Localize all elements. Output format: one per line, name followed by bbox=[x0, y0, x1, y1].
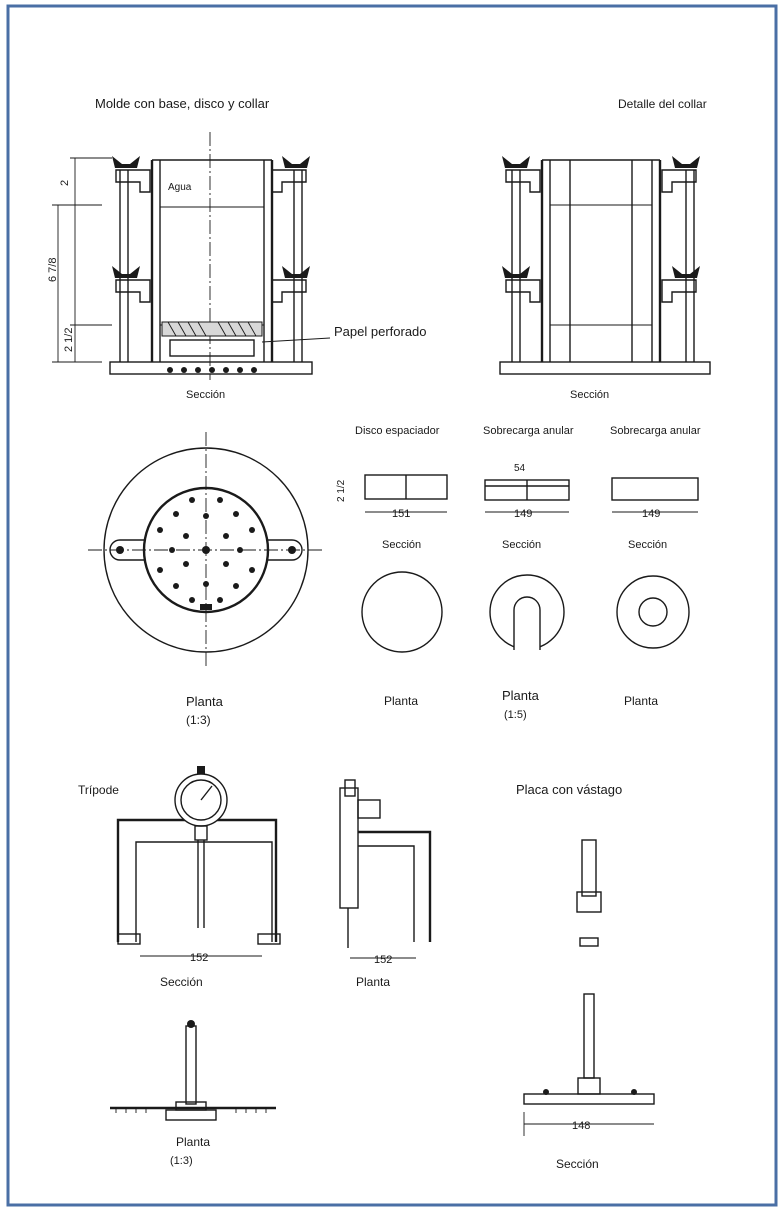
disc-3-title: Sobrecarga anular bbox=[610, 425, 701, 437]
gauge-side-label: Planta bbox=[356, 975, 390, 989]
disc-1-width: 151 bbox=[392, 508, 410, 520]
tripod-gauge-drawing: Trípode 152 Sección 152 Planta bbox=[78, 766, 432, 989]
discs-drawing: Disco espaciador Sobrecarga anular Sobre… bbox=[336, 425, 701, 721]
disc-2-section: Sección bbox=[502, 539, 541, 551]
gauge-section-label: Sección bbox=[160, 975, 203, 989]
disc-3-plan: Planta bbox=[624, 694, 658, 708]
plate-section-label: Sección bbox=[556, 1157, 599, 1171]
bottom-left-scale: (1:3) bbox=[170, 1155, 193, 1167]
disc-3-section: Sección bbox=[628, 539, 667, 551]
disc-2-title: Sobrecarga anular bbox=[483, 425, 574, 437]
expansion-plate-drawing: Placa con vástago 148 Sección bbox=[516, 782, 655, 1171]
disc-1-plan: Planta bbox=[384, 694, 418, 708]
disc-2-plan: Planta bbox=[502, 688, 540, 703]
disc-2-width: 149 bbox=[514, 508, 532, 520]
main-section-title: Molde con base, disco y collar bbox=[95, 96, 270, 111]
water-label: Agua bbox=[168, 182, 192, 193]
plate-title: Placa con vástago bbox=[516, 782, 622, 797]
disc-2-top: 54 bbox=[514, 463, 526, 474]
dim-bottom: 2 1/2 bbox=[63, 328, 75, 352]
disc-1-section: Sección bbox=[382, 539, 421, 551]
filter-paper-label: Papel perforado bbox=[334, 324, 427, 339]
bottom-stem-drawing: Planta (1:3) bbox=[110, 1020, 276, 1167]
section-label-1: Sección bbox=[186, 389, 225, 401]
base-plan-drawing: Planta (1:3) bbox=[88, 432, 324, 727]
disc-2-scale: (1:5) bbox=[504, 709, 527, 721]
gauge-title: Trípode bbox=[78, 783, 119, 797]
disc-3-width: 149 bbox=[642, 508, 660, 520]
mold-section-drawing: 2 6 7/8 2 1/2 bbox=[47, 132, 427, 401]
base-plan-scale: (1:3) bbox=[186, 713, 211, 727]
disc-height: 2 1/2 bbox=[336, 479, 347, 502]
plate-dim: 148 bbox=[572, 1120, 590, 1132]
section-label-2: Sección bbox=[570, 389, 609, 401]
sheet-frame bbox=[6, 4, 778, 1207]
gauge-side-dim: 152 bbox=[374, 954, 392, 966]
bottom-left-label: Planta bbox=[176, 1135, 210, 1149]
gauge-section-dim: 152 bbox=[190, 952, 208, 964]
dim-middle: 6 7/8 bbox=[47, 258, 59, 282]
disc-1-title: Disco espaciador bbox=[355, 425, 440, 437]
dim-top: 2 bbox=[59, 180, 71, 186]
collar-detail-drawing: Sección bbox=[499, 156, 711, 401]
base-plan-label: Planta bbox=[186, 694, 224, 709]
detail-collar-title: Detalle del collar bbox=[618, 97, 707, 111]
